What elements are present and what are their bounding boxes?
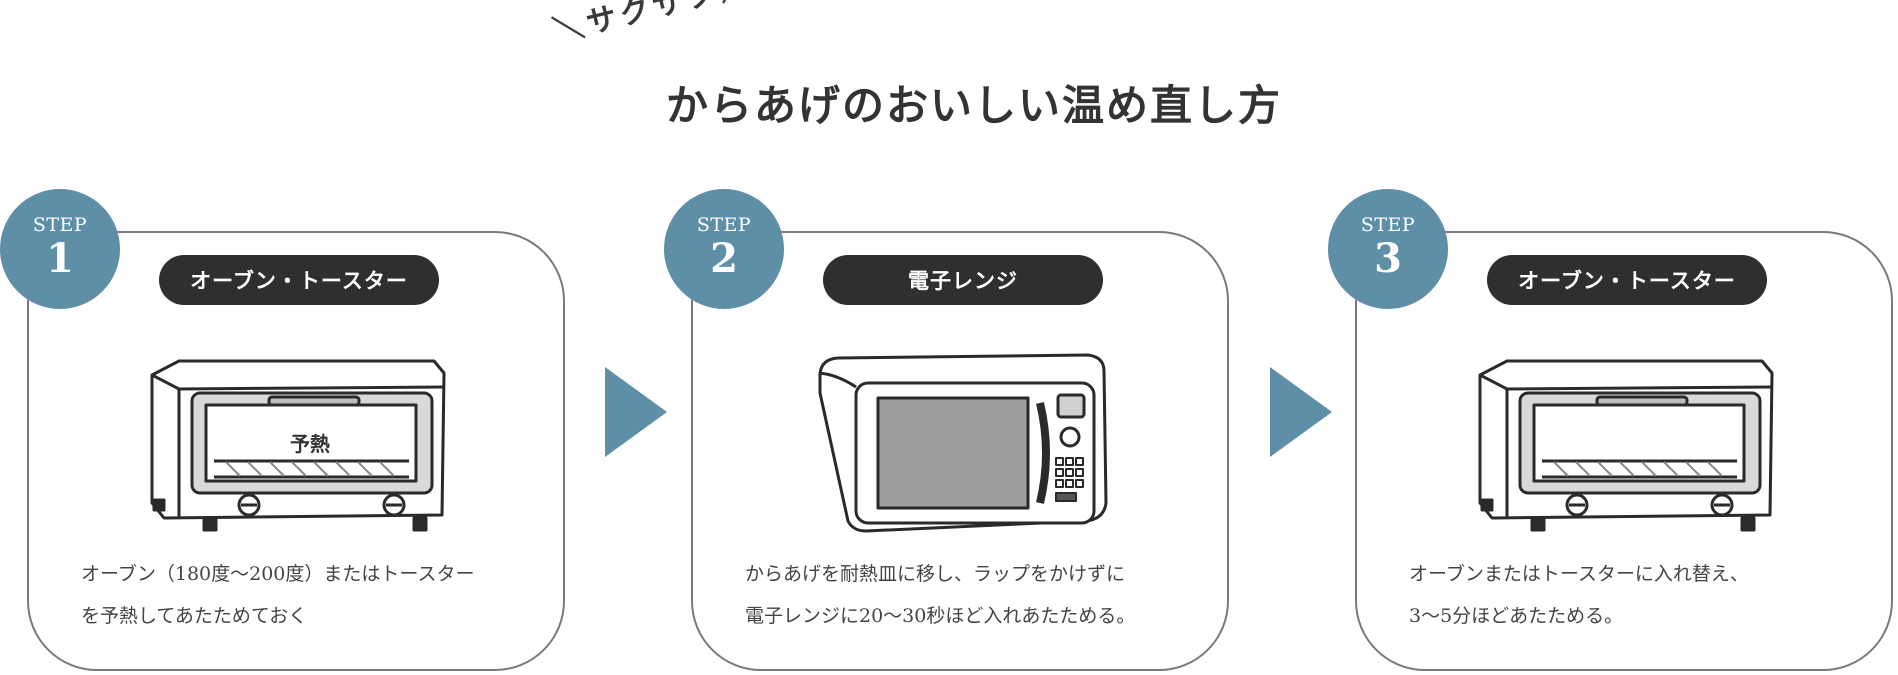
step-description: からあげを耐熱皿に移し、ラップをかけずに 電子レンジに20〜30秒ほど入れあたた…	[745, 553, 1205, 637]
step-description: オーブンまたはトースターに入れ替え、 3〜5分ほどあたためる。	[1409, 553, 1869, 637]
oven-label: 予熱	[290, 432, 330, 456]
page-header: ＼サクサク／ からあげのおいしい温め直し方	[0, 0, 1898, 140]
step-card-3: オーブン・トースター オーブンまたはトースターに入れ替え、 3〜5分ほどあたため…	[1355, 231, 1893, 671]
step-badge-3: STEP 3	[1328, 189, 1448, 309]
description-line: 電子レンジに20〜30秒ほど入れあたためる。	[745, 605, 1136, 627]
description-line: 3〜5分ほどあたためる。	[1409, 605, 1624, 627]
step-number: 3	[1374, 235, 1402, 282]
arrow-right-icon	[1270, 367, 1332, 457]
method-label: 電子レンジ	[823, 255, 1103, 305]
microwave-icon	[818, 353, 1108, 533]
step-card-1: オーブン・トースター 予熱 オーブン（180度〜200度）またはトースター を予…	[27, 231, 565, 671]
step-badge-2: STEP 2	[664, 189, 784, 309]
step-word: STEP	[1360, 214, 1416, 236]
step-word: STEP	[696, 214, 752, 236]
step-number: 1	[46, 235, 74, 282]
description-line: オーブン（180度〜200度）またはトースター	[81, 563, 475, 585]
kicker-text: ＼サクサク／	[549, 0, 757, 50]
step-word: STEP	[32, 214, 88, 236]
step-badge-1: STEP 1	[0, 189, 120, 309]
method-label: オーブン・トースター	[1487, 255, 1767, 305]
toaster-oven-icon: 予熱	[150, 359, 446, 532]
arrow-right-icon	[605, 367, 667, 457]
step-description: オーブン（180度〜200度）またはトースター を予熱してあたためておく	[81, 553, 541, 637]
description-line: を予熱してあたためておく	[81, 605, 308, 627]
toaster-oven-icon	[1478, 359, 1774, 532]
description-line: からあげを耐熱皿に移し、ラップをかけずに	[745, 563, 1126, 585]
description-line: オーブンまたはトースターに入れ替え、	[1409, 563, 1749, 585]
step-card-2: 電子レンジ からあげを耐熱皿に移し、ラップをかけずに 電子レンジに20〜30秒ほ…	[691, 231, 1229, 671]
method-label: オーブン・トースター	[159, 255, 439, 305]
page-title: からあげのおいしい温め直し方	[666, 81, 1283, 130]
step-number: 2	[710, 235, 738, 282]
